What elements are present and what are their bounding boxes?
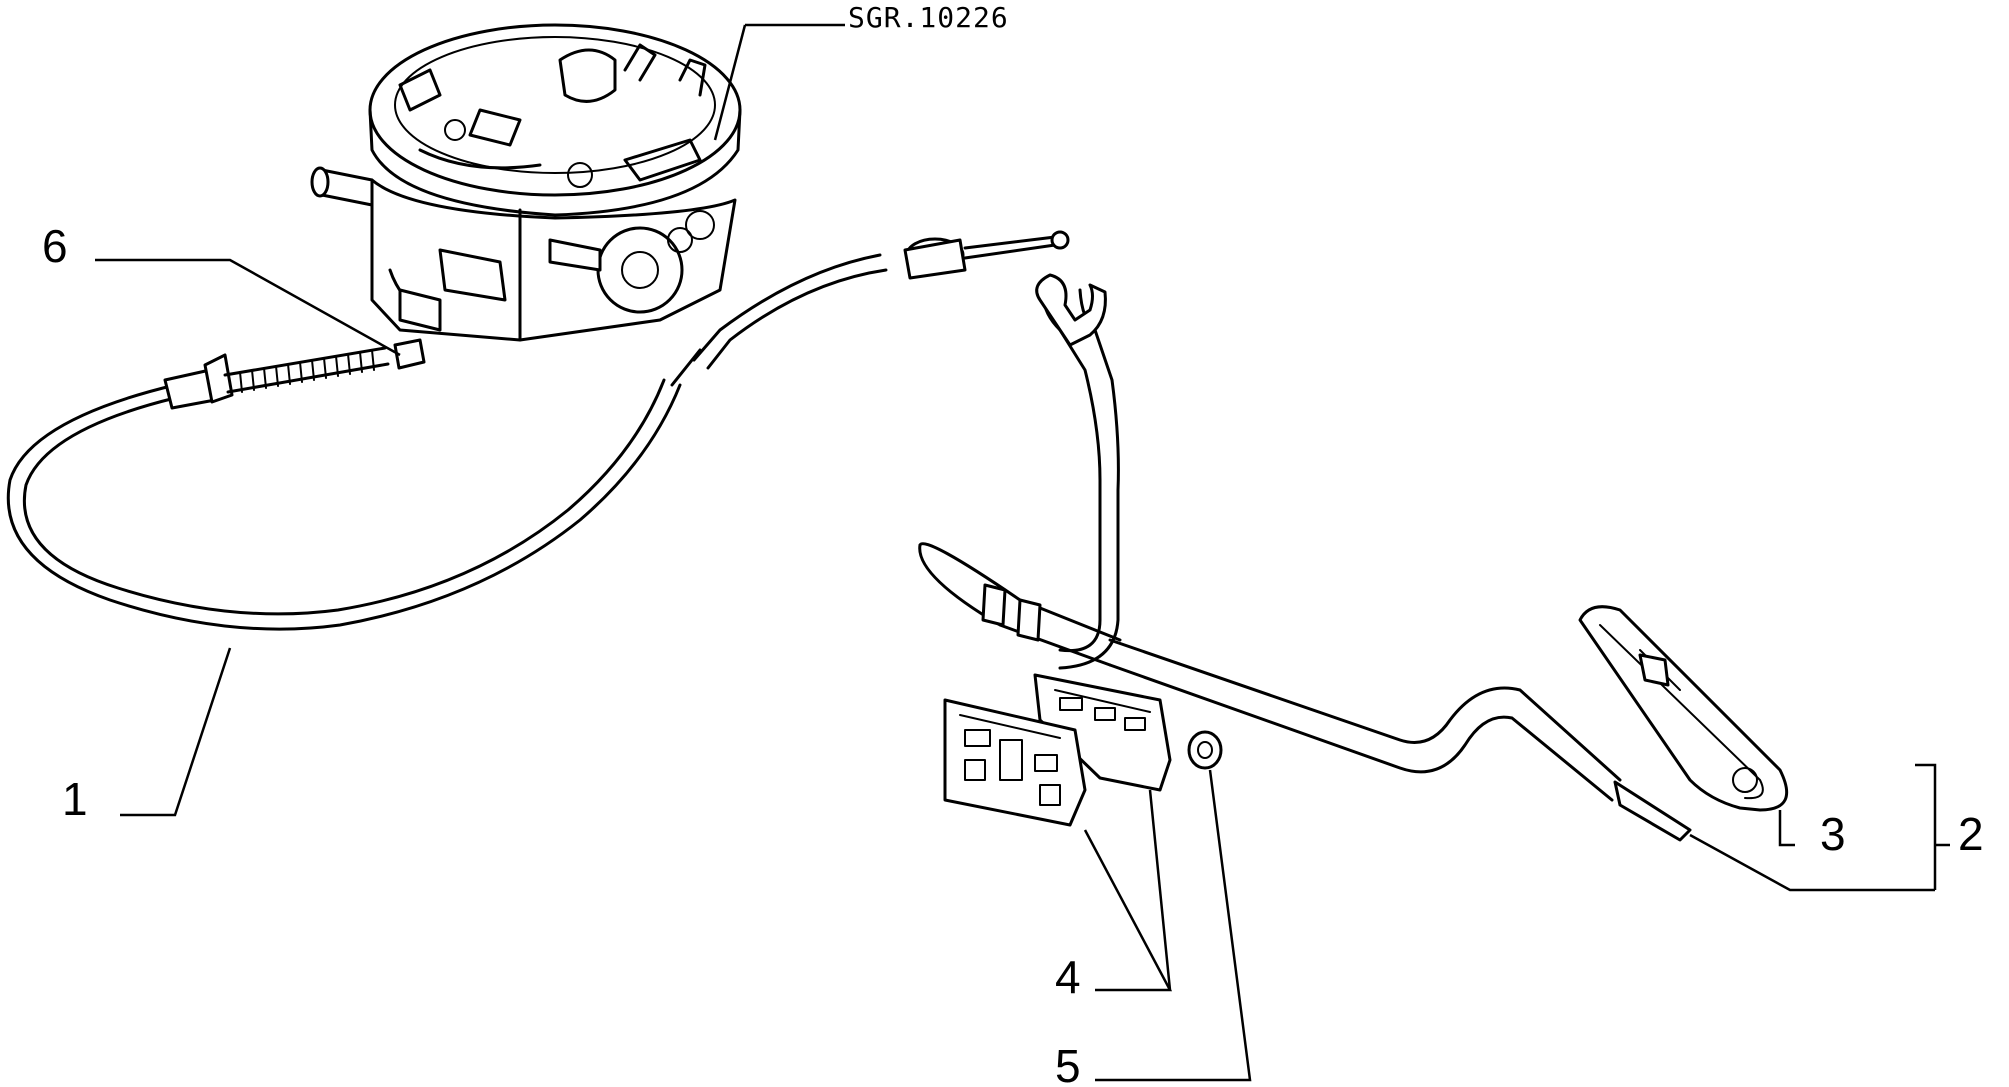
callout-5: 5 [1055, 1040, 1081, 1087]
hex-nut [1187, 730, 1223, 770]
callout-1: 1 [62, 773, 88, 825]
pedal-pad [1578, 605, 1789, 812]
threaded-sleeve [239, 349, 375, 393]
leader-lines [95, 23, 1950, 1082]
callout-2: 2 [1958, 808, 1984, 860]
reference-code: SGR.10226 [848, 1, 1009, 34]
cable-nipple [393, 338, 426, 370]
callout-6: 6 [42, 220, 68, 272]
rubber-stop-blocks [943, 673, 1172, 827]
accelerator-cable [6, 230, 1070, 631]
callout-3: 3 [1820, 808, 1846, 860]
throttle-body [310, 23, 742, 342]
callout-4: 4 [1055, 951, 1081, 1003]
accelerator-pedal-assembly [918, 273, 1789, 842]
